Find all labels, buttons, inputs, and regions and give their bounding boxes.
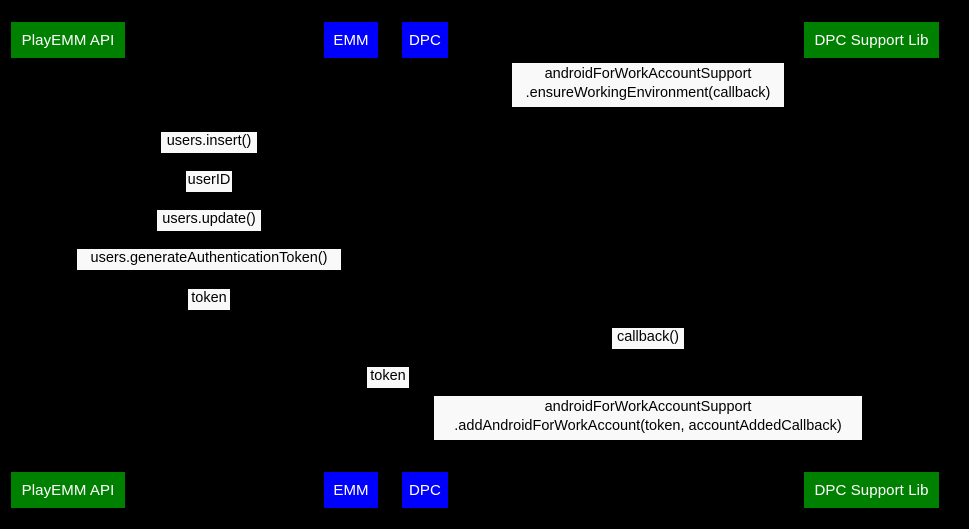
participant-footer-dpc-support-lib[interactable]: DPC Support Lib [804,472,939,508]
participant-header-playemm-api[interactable]: PlayEMM API [11,22,125,58]
participant-header-dpc[interactable]: DPC [402,22,448,58]
participant-header-playemm-api-label: PlayEMM API [21,31,115,49]
message-label-ensure-working-environment: androidForWorkAccountSupport .ensureWork… [512,63,784,107]
message-label-add-android-for-work-account: androidForWorkAccountSupport .addAndroid… [434,396,862,440]
message-label-token-to-dpc: token [367,367,409,388]
participant-footer-emm[interactable]: EMM [324,472,378,508]
message-label-generate-authentication-token: users.generateAuthenticationToken() [77,249,341,270]
participant-header-emm[interactable]: EMM [324,22,378,58]
message-label-callback: callback() [612,328,684,349]
participant-header-dpc-support-lib-label: DPC Support Lib [814,31,929,49]
participant-footer-playemm-api[interactable]: PlayEMM API [11,472,125,508]
participant-header-dpc-support-lib[interactable]: DPC Support Lib [804,22,939,58]
message-label-users-update: users.update() [157,210,261,231]
participant-footer-playemm-api-label: PlayEMM API [21,481,115,499]
message-label-userid: userID [186,171,232,192]
participant-header-emm-label: EMM [333,31,369,49]
participant-footer-dpc-support-lib-label: DPC Support Lib [814,481,929,499]
participant-header-dpc-label: DPC [409,31,441,49]
message-label-token-to-emm: token [188,289,230,310]
participant-footer-dpc[interactable]: DPC [402,472,448,508]
participant-footer-emm-label: EMM [333,481,369,499]
participant-footer-dpc-label: DPC [409,481,441,499]
message-label-users-insert: users.insert() [161,132,257,153]
